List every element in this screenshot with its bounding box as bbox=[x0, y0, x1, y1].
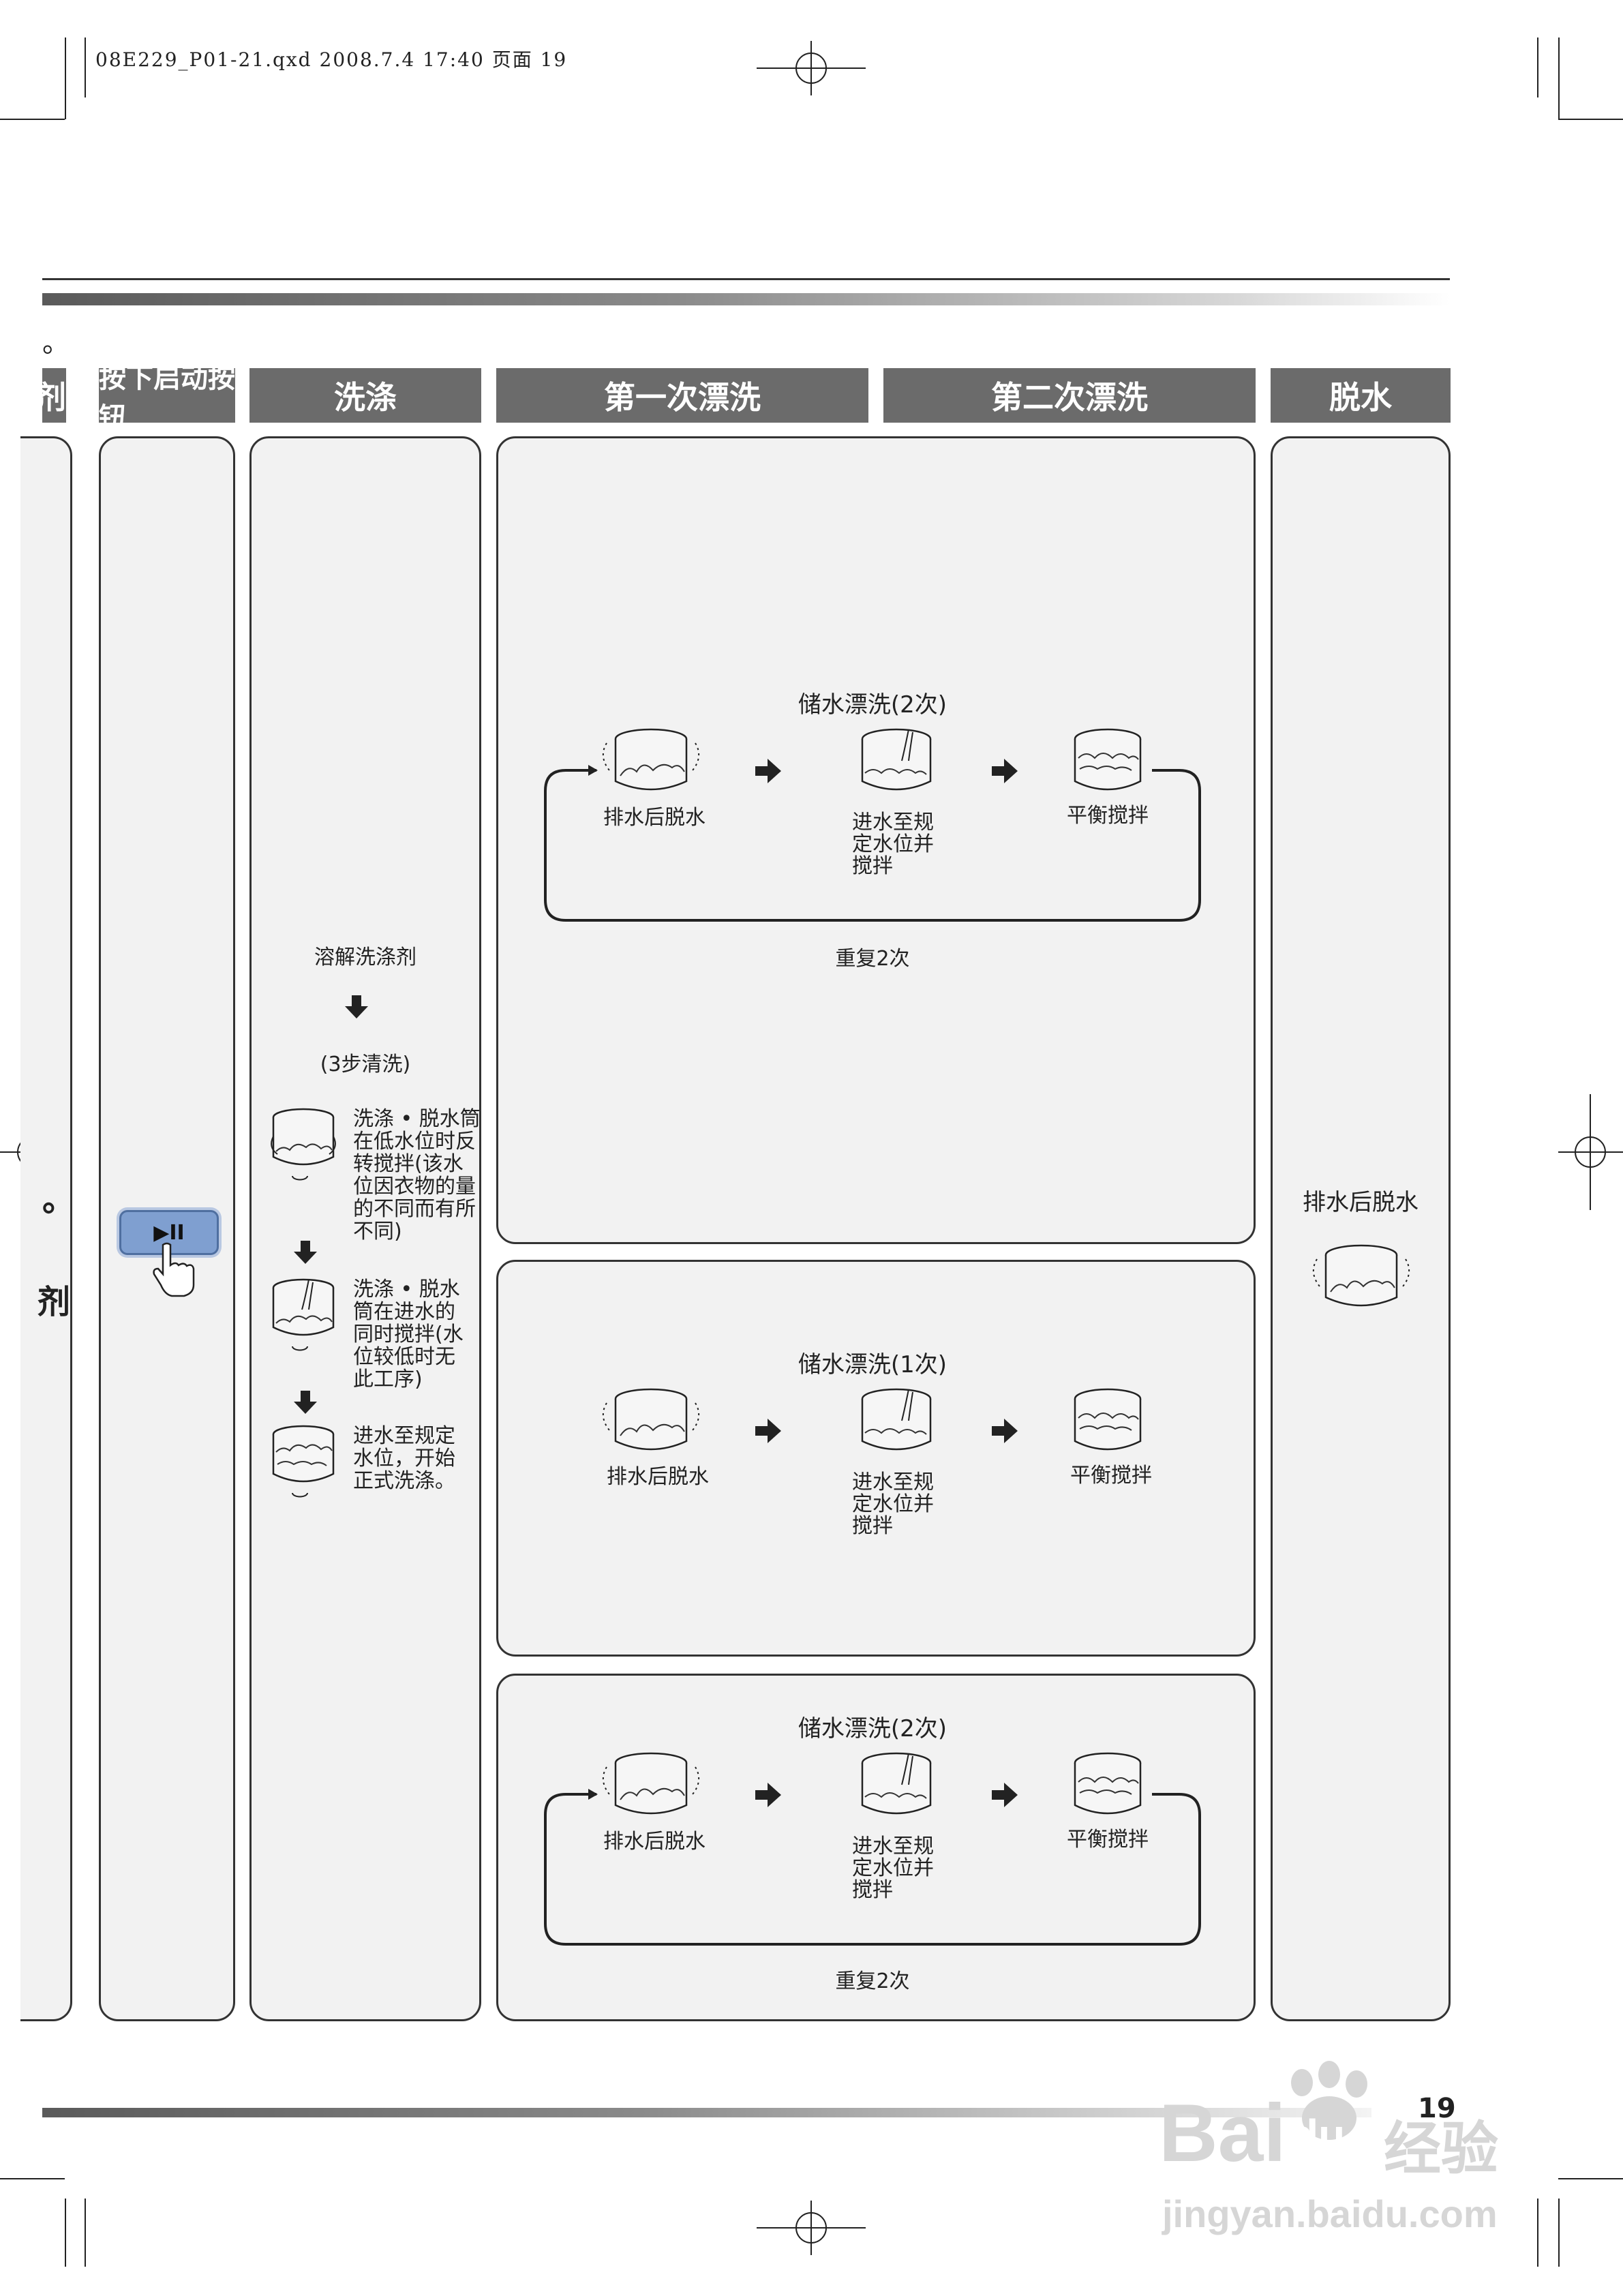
top-rule bbox=[42, 278, 1450, 280]
rinse-block-3-cycle-loop bbox=[544, 1789, 1201, 1946]
rinse-block-3-balance-label: 平衡搅拌 bbox=[1067, 1828, 1149, 1852]
down-arrow-icon bbox=[294, 1391, 317, 1414]
cut-text-2: 剂 bbox=[37, 1283, 71, 1321]
rinse-block-3-title: 储水漂洗(2次) bbox=[798, 1715, 947, 1742]
down-arrow-icon bbox=[294, 1241, 317, 1264]
intro-fragment: 。 bbox=[42, 327, 70, 359]
rinse-block-1-title: 储水漂洗(2次) bbox=[798, 691, 947, 719]
cut-text-1: 。 bbox=[42, 1181, 76, 1219]
rinse-block-2-drain-spin-icon bbox=[602, 1388, 700, 1451]
right-arrow-icon bbox=[755, 1419, 781, 1443]
wash-dissolve-text: 溶解洗涤剂 bbox=[314, 946, 416, 969]
panel-rinse-block-3 bbox=[496, 1674, 1256, 2021]
right-arrow-icon bbox=[755, 759, 781, 783]
rinse-block-2-title: 储水漂洗(1次) bbox=[798, 1351, 947, 1378]
rinse-block-1-cycle-loop bbox=[544, 765, 1201, 922]
rinse-block-3-repeat-label: 重复2次 bbox=[835, 1969, 910, 1993]
right-arrow-icon bbox=[992, 1419, 1018, 1443]
spin-drain-icon bbox=[1312, 1244, 1410, 1307]
header-start: 按下启动按钮 bbox=[99, 363, 235, 434]
watermark-brand: Bai bbox=[1159, 2087, 1286, 2179]
page-number: 19 bbox=[1418, 2093, 1456, 2124]
bottom-gradient-bar bbox=[42, 2108, 1371, 2117]
watermark-url: jingyan.baidu.com bbox=[1162, 2192, 1498, 2235]
panel-wash bbox=[249, 436, 481, 2021]
header-rinse2: 第二次漂洗 bbox=[883, 368, 1256, 423]
registration-mark-bottom bbox=[757, 2201, 866, 2255]
panel-rinse-block-1 bbox=[496, 436, 1256, 1244]
watermark-cn: 经验 bbox=[1384, 2115, 1499, 2182]
rinse-block-1-repeat-label: 重复2次 bbox=[835, 947, 910, 971]
rinse-block-1-balance-icon bbox=[1074, 728, 1142, 791]
spin-label: 排水后脱水 bbox=[1303, 1189, 1419, 1216]
paw-icon bbox=[1291, 2061, 1367, 2140]
rinse-block-2-drain-label: 排水后脱水 bbox=[607, 1465, 709, 1489]
watermark-brand2: du bbox=[1292, 2111, 1346, 2160]
header-rinse1: 第一次漂洗 bbox=[496, 368, 868, 423]
rinse-block-2-balance-icon bbox=[1074, 1388, 1142, 1451]
panel-cut-off bbox=[20, 436, 72, 2021]
header-cut-off: 剂 bbox=[35, 368, 66, 423]
rinse-block-3-balance-icon bbox=[1074, 1752, 1142, 1815]
registration-mark-top bbox=[757, 41, 866, 95]
header-spin: 脱水 bbox=[1271, 368, 1451, 423]
rinse-block-3-drain-label: 排水后脱水 bbox=[603, 1830, 706, 1854]
tub-fill-stir-icon bbox=[272, 1278, 335, 1351]
down-arrow-icon bbox=[345, 995, 368, 1018]
panel-spin bbox=[1271, 436, 1451, 2021]
right-arrow-icon bbox=[992, 1783, 1018, 1807]
play-pause-icon: ▶II bbox=[153, 1220, 185, 1245]
right-arrow-icon bbox=[755, 1783, 781, 1807]
rinse-block-1-balance-label: 平衡搅拌 bbox=[1067, 804, 1149, 828]
rinse-block-1-fill-icon bbox=[861, 728, 932, 791]
print-slug: 08E229_P01-21.qxd 2008.7.4 17:40 页面 19 bbox=[95, 48, 568, 71]
right-arrow-icon bbox=[992, 759, 1018, 783]
wash-three-step-text: (3步清洗) bbox=[320, 1053, 411, 1076]
panel-rinse-block-2 bbox=[496, 1260, 1256, 1657]
rinse-block-1-drain-spin-icon bbox=[602, 728, 700, 791]
rinse-block-1-drain-label: 排水后脱水 bbox=[603, 806, 706, 830]
top-gradient-bar bbox=[42, 293, 1450, 305]
rinse-block-2-fill-icon bbox=[861, 1388, 932, 1451]
rinse-block-3-drain-spin-icon bbox=[602, 1752, 700, 1815]
registration-mark-right bbox=[1558, 1094, 1623, 1210]
tub-washing-icon bbox=[272, 1425, 335, 1498]
tub-reverse-stir-icon bbox=[271, 1108, 336, 1181]
rinse-block-3-fill-icon bbox=[861, 1752, 932, 1815]
rinse-block-2-balance-label: 平衡搅拌 bbox=[1070, 1464, 1152, 1487]
header-wash: 洗涤 bbox=[249, 368, 481, 423]
pointing-hand-icon bbox=[153, 1242, 195, 1297]
